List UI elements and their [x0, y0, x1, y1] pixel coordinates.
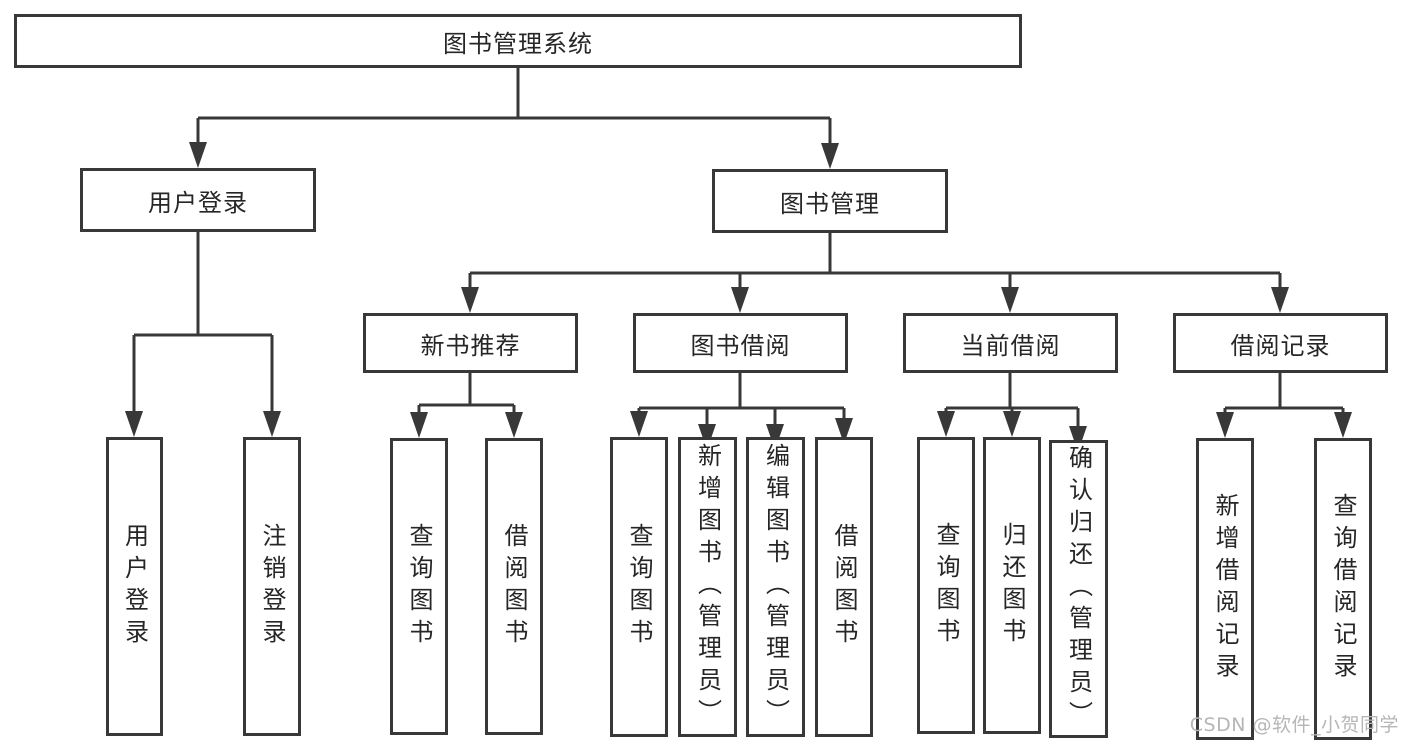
node-label: 查询图书 — [625, 523, 653, 651]
node-label: 借阅图书 — [500, 522, 528, 651]
node-label: 图书管理 — [780, 189, 880, 218]
node-book-borrow: 图书借阅 — [633, 313, 848, 373]
node-add-books-admin: 新增图书（管理员） — [678, 437, 737, 737]
node-label: 当前借阅 — [960, 331, 1061, 360]
node-borrow-books-recommend: 借阅图书 — [485, 438, 543, 735]
node-label: 归还图书 — [998, 521, 1026, 650]
node-label: 查询图书 — [932, 521, 960, 650]
node-query-borrow-record: 查询借阅记录 — [1314, 438, 1372, 740]
node-label: 查询借阅记录 — [1329, 493, 1357, 685]
node-label: 用户登录 — [148, 188, 248, 217]
node-query-books-recommend: 查询图书 — [390, 438, 448, 735]
node-label: 借阅记录 — [1230, 331, 1331, 360]
node-query-books-current: 查询图书 — [917, 437, 975, 734]
node-book-management: 图书管理 — [712, 169, 948, 233]
node-label: 新增借阅记录 — [1211, 493, 1239, 685]
csdn-watermark: CSDN @软件_小贺同学 — [1189, 714, 1399, 736]
node-library-management-system: 图书管理系统 — [14, 14, 1022, 68]
node-borrow-books: 借阅图书 — [815, 437, 873, 737]
node-label: 新书推荐 — [420, 331, 521, 360]
node-logout: 注销登录 — [243, 437, 301, 736]
node-label: 借阅图书 — [830, 523, 858, 651]
node-return-books: 归还图书 — [983, 437, 1041, 734]
node-current-borrow: 当前借阅 — [903, 313, 1118, 373]
node-add-borrow-record: 新增借阅记录 — [1196, 438, 1254, 740]
node-user-login: 用户登录 — [80, 168, 316, 232]
node-label: 用户登录 — [120, 522, 149, 651]
node-borrow-records: 借阅记录 — [1173, 313, 1388, 373]
node-label: 新增图书（管理员） — [693, 443, 722, 731]
node-user-login-action: 用户登录 — [106, 437, 163, 736]
node-edit-books-admin: 编辑图书（管理员） — [746, 437, 805, 737]
node-new-book-recommend: 新书推荐 — [363, 313, 578, 373]
node-label: 确认归还（管理员） — [1064, 445, 1093, 733]
node-label: 查询图书 — [405, 522, 433, 651]
node-label: 图书管理系统 — [443, 29, 593, 58]
node-query-books-borrow: 查询图书 — [610, 437, 668, 737]
node-label: 图书借阅 — [690, 331, 791, 360]
node-label: 编辑图书（管理员） — [761, 443, 790, 731]
node-label: 注销登录 — [258, 522, 286, 651]
node-confirm-return-admin: 确认归还（管理员） — [1049, 440, 1108, 738]
